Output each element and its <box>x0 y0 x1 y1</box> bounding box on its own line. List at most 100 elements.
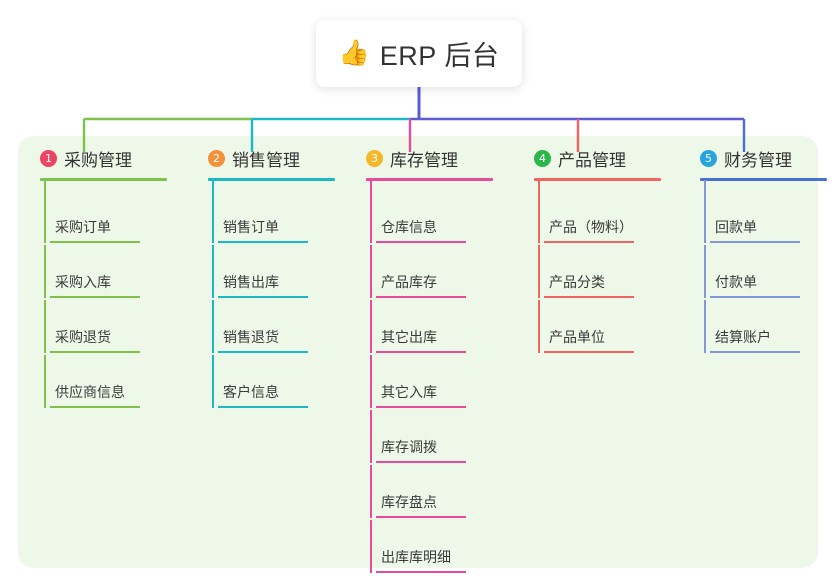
branch-item-label: 产品单位 <box>549 329 605 345</box>
branch-item-label: 采购入库 <box>55 274 111 290</box>
branch-item[interactable]: 其它出库 <box>348 300 508 355</box>
branch-item-connector <box>704 300 706 353</box>
branch-item-label: 结算账户 <box>715 329 771 345</box>
branch-header-underline <box>366 178 493 181</box>
branch-header-label: 销售管理 <box>232 150 300 170</box>
branch-item[interactable]: 采购退货 <box>22 300 182 355</box>
branch-item-connector <box>44 300 46 353</box>
branch-item-underline <box>50 406 140 408</box>
branch-item-underline <box>376 351 466 353</box>
branch-item-underline <box>376 241 466 243</box>
branch-item-underline <box>50 351 140 353</box>
branch-item-underline <box>218 406 308 408</box>
branch-item-label: 库存调拨 <box>381 439 437 455</box>
branch-item[interactable]: 其它入库 <box>348 355 508 410</box>
thumbs-up-icon: 👍 <box>338 39 370 67</box>
branch-header-underline <box>40 178 167 181</box>
root-node-label: ERP 后台 <box>379 41 500 71</box>
branch-item-underline <box>544 351 634 353</box>
branch-item[interactable]: 销售退货 <box>190 300 350 355</box>
branch-item-list: 回款单付款单结算账户 <box>682 180 839 355</box>
branch-item-connector <box>538 180 540 243</box>
branch-item[interactable]: 客户信息 <box>190 355 350 410</box>
branch-item-underline <box>376 516 466 518</box>
root-node-erp-backend[interactable]: 👍 ERP 后台 <box>316 20 522 87</box>
branch-item-underline <box>544 241 634 243</box>
branch-item-label: 销售订单 <box>223 219 279 235</box>
branch-item[interactable]: 仓库信息 <box>348 180 508 245</box>
branch-item-connector <box>370 410 372 463</box>
branch-item-connector <box>44 245 46 298</box>
branch-item-label: 付款单 <box>715 274 757 290</box>
branch-item-connector <box>370 245 372 298</box>
branch-header-underline <box>208 178 335 181</box>
branch-item-label: 产品（物料） <box>549 219 633 235</box>
branch-item-label: 回款单 <box>715 219 757 235</box>
branch-item-underline <box>218 241 308 243</box>
branch-item-underline <box>376 461 466 463</box>
branch-item[interactable]: 产品单位 <box>516 300 676 355</box>
branch-header-5[interactable]: 5 财务管理 <box>682 136 839 180</box>
branch-item[interactable]: 销售出库 <box>190 245 350 300</box>
branch-item-connector <box>212 180 214 243</box>
branch-item[interactable]: 库存调拨 <box>348 410 508 465</box>
branch-item-underline <box>50 241 140 243</box>
branch-header-label: 产品管理 <box>558 150 626 170</box>
branch-item-label: 客户信息 <box>223 384 279 400</box>
branch-item-underline <box>50 296 140 298</box>
branch-item-underline <box>376 571 466 573</box>
branch-item-label: 产品库存 <box>381 274 437 290</box>
branch-header-underline <box>700 178 827 181</box>
branch-header-label: 财务管理 <box>724 150 792 170</box>
branch-item-connector <box>212 355 214 408</box>
branch-item[interactable]: 回款单 <box>682 180 839 245</box>
branch-item-label: 产品分类 <box>549 274 605 290</box>
branch-item-underline <box>218 296 308 298</box>
branch-item-label: 出库库明细 <box>381 549 451 565</box>
branch-item[interactable]: 产品分类 <box>516 245 676 300</box>
branch-item[interactable]: 付款单 <box>682 245 839 300</box>
branch-item[interactable]: 出库库明细 <box>348 520 508 575</box>
branch-item-label: 销售退货 <box>223 329 279 345</box>
branch-item[interactable]: 库存盘点 <box>348 465 508 520</box>
branch-header-label: 库存管理 <box>390 150 458 170</box>
branch-number-badge: 1 <box>40 149 57 167</box>
branch-item-label: 供应商信息 <box>55 384 125 400</box>
branch-item-label: 库存盘点 <box>381 494 437 510</box>
branch-item-connector <box>370 300 372 353</box>
branch-item-label: 其它入库 <box>381 384 437 400</box>
branch-item-underline <box>218 351 308 353</box>
branch-number-badge: 5 <box>700 149 717 167</box>
branch-item-connector <box>370 180 372 243</box>
branch-item[interactable]: 供应商信息 <box>22 355 182 410</box>
branch-item[interactable]: 产品（物料） <box>516 180 676 245</box>
branch-item-connector <box>44 355 46 408</box>
branch-item-underline <box>544 296 634 298</box>
branch-item-connector <box>370 520 372 573</box>
branch-item-connector <box>212 245 214 298</box>
branch-item[interactable]: 产品库存 <box>348 245 508 300</box>
branch-item[interactable]: 采购入库 <box>22 245 182 300</box>
branch-item-underline <box>710 241 800 243</box>
branch-item-connector <box>44 180 46 243</box>
branch-item-connector <box>370 355 372 408</box>
branch-item-underline <box>710 296 800 298</box>
branch-item-connector <box>538 300 540 353</box>
branch-item-connector <box>212 300 214 353</box>
branch-item-underline <box>376 296 466 298</box>
branch-item-list: 销售订单销售出库销售退货客户信息 <box>190 180 350 410</box>
branch-item-connector <box>704 180 706 243</box>
branch-item[interactable]: 结算账户 <box>682 300 839 355</box>
branch-item[interactable]: 销售订单 <box>190 180 350 245</box>
branch-item-list: 采购订单采购入库采购退货供应商信息 <box>22 180 182 410</box>
branch-item[interactable]: 采购订单 <box>22 180 182 245</box>
